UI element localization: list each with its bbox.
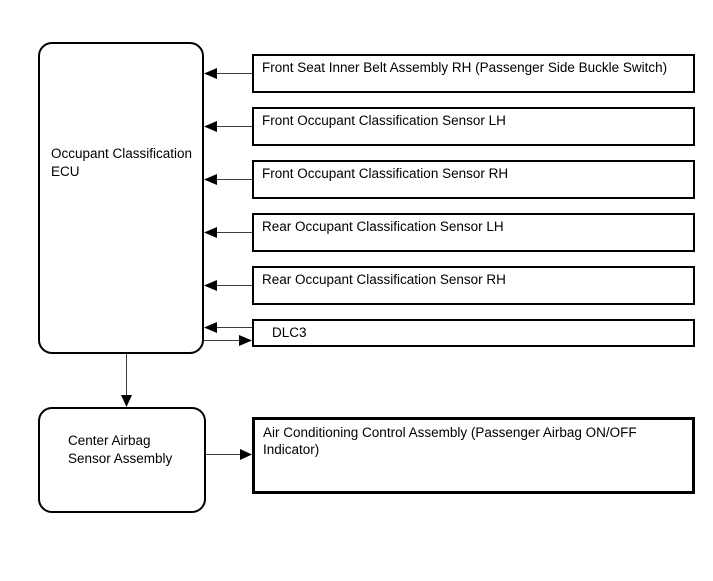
- ac-control-assembly-box: Air Conditioning Control Assembly (Passe…: [252, 417, 695, 494]
- arrow-rear-occupant-sensor-lh-to-ecu: [204, 227, 252, 238]
- sensor-box-front-occupant-sensor-lh: Front Occupant Classification Sensor LH: [252, 107, 695, 146]
- center-airbag-sensor-box: [38, 407, 206, 513]
- arrow-front-occupant-sensor-lh-to-ecu: [204, 121, 252, 132]
- arrow-front-occupant-sensor-rh-to-ecu: [204, 174, 252, 185]
- sensor-box-dlc3: DLC3: [252, 319, 695, 347]
- arrow-ecu-to-center-airbag: [121, 354, 132, 407]
- ecu-box: [38, 42, 204, 354]
- sensor-box-front-occupant-sensor-rh: Front Occupant Classification Sensor RH: [252, 160, 695, 199]
- center-airbag-sensor-label: Center Airbag Sensor Assembly: [68, 433, 173, 466]
- arrow-rear-occupant-sensor-rh-to-ecu: [204, 280, 252, 291]
- sensor-box-rear-occupant-sensor-lh: Rear Occupant Classification Sensor LH: [252, 213, 695, 252]
- arrow-dlc3-to-ecu: [204, 322, 252, 333]
- arrow-center-airbag-to-ac-control: [206, 449, 252, 460]
- arrow-ecu-to-dlc3: [204, 335, 252, 346]
- sensor-box-rear-occupant-sensor-rh: Rear Occupant Classification Sensor RH: [252, 266, 695, 305]
- ecu-label: Occupant Classification ECU: [51, 146, 193, 179]
- sensor-box-front-seat-inner-belt: Front Seat Inner Belt Assembly RH (Passe…: [252, 54, 695, 93]
- arrow-front-seat-inner-belt-to-ecu: [204, 68, 252, 79]
